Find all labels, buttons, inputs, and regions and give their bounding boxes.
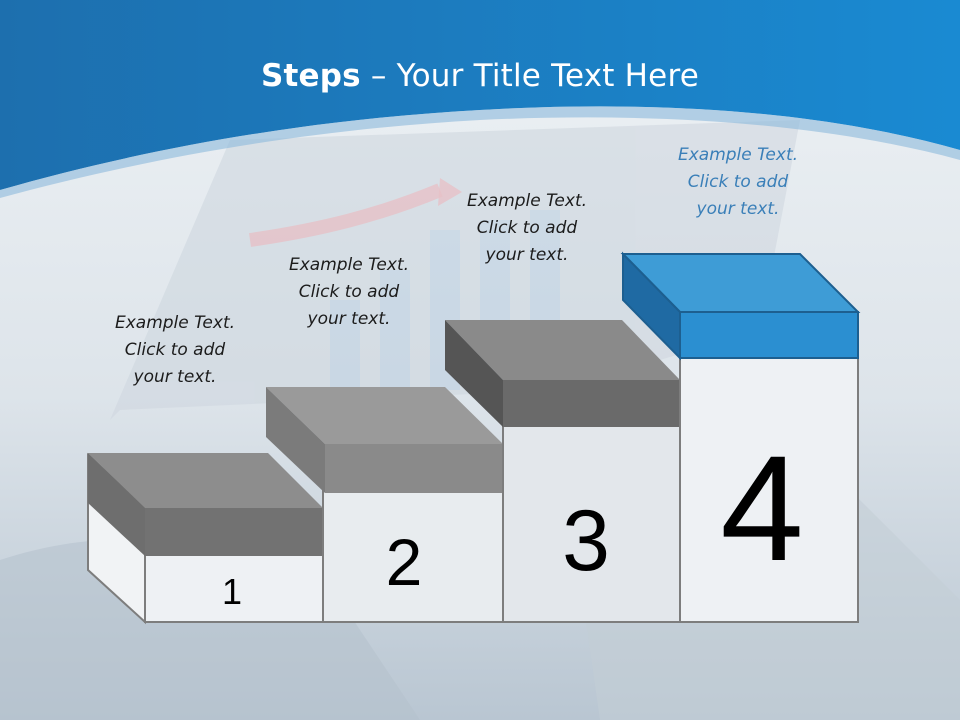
step-4-block[interactable] xyxy=(620,251,861,623)
step-3-number: 3 xyxy=(562,493,610,589)
step-3-caption[interactable]: Example Text. Click to add your text. xyxy=(442,188,612,269)
step-2-caption-line-2: Click to add xyxy=(298,282,400,302)
step-4-caption-line-1: Example Text. xyxy=(677,145,799,165)
step-1-number: 1 xyxy=(222,571,242,612)
step-1-caption-line-1: Example Text. xyxy=(114,313,236,333)
step-3-block[interactable] xyxy=(445,320,682,623)
step-1-caption-line-3: your text. xyxy=(133,367,217,387)
step-1-block[interactable] xyxy=(87,452,324,625)
step-2-caption-line-3: your text. xyxy=(307,309,391,329)
step-4-number: 4 xyxy=(720,424,803,592)
step-4-caption[interactable]: Example Text. Click to add your text. xyxy=(653,142,823,223)
step-1-caption[interactable]: Example Text. Click to add your text. xyxy=(90,310,260,391)
step-2-number: 2 xyxy=(386,525,423,599)
title-rest: – Your Title Text Here xyxy=(360,58,699,94)
step-3-caption-line-1: Example Text. xyxy=(466,191,588,211)
step-2-block[interactable] xyxy=(266,387,504,623)
slide-title[interactable]: Steps – Your Title Text Here xyxy=(0,56,960,96)
step-2-caption[interactable]: Example Text. Click to add your text. xyxy=(264,252,434,333)
step-3-caption-line-3: your text. xyxy=(485,245,569,265)
title-bold: Steps xyxy=(260,58,361,94)
step-4-caption-line-2: Click to add xyxy=(687,172,789,192)
step-4-caption-line-3: your text. xyxy=(696,199,780,219)
step-1-caption-line-2: Click to add xyxy=(124,340,226,360)
step-3-caption-line-2: Click to add xyxy=(476,218,578,238)
step-2-caption-line-1: Example Text. xyxy=(288,255,410,275)
